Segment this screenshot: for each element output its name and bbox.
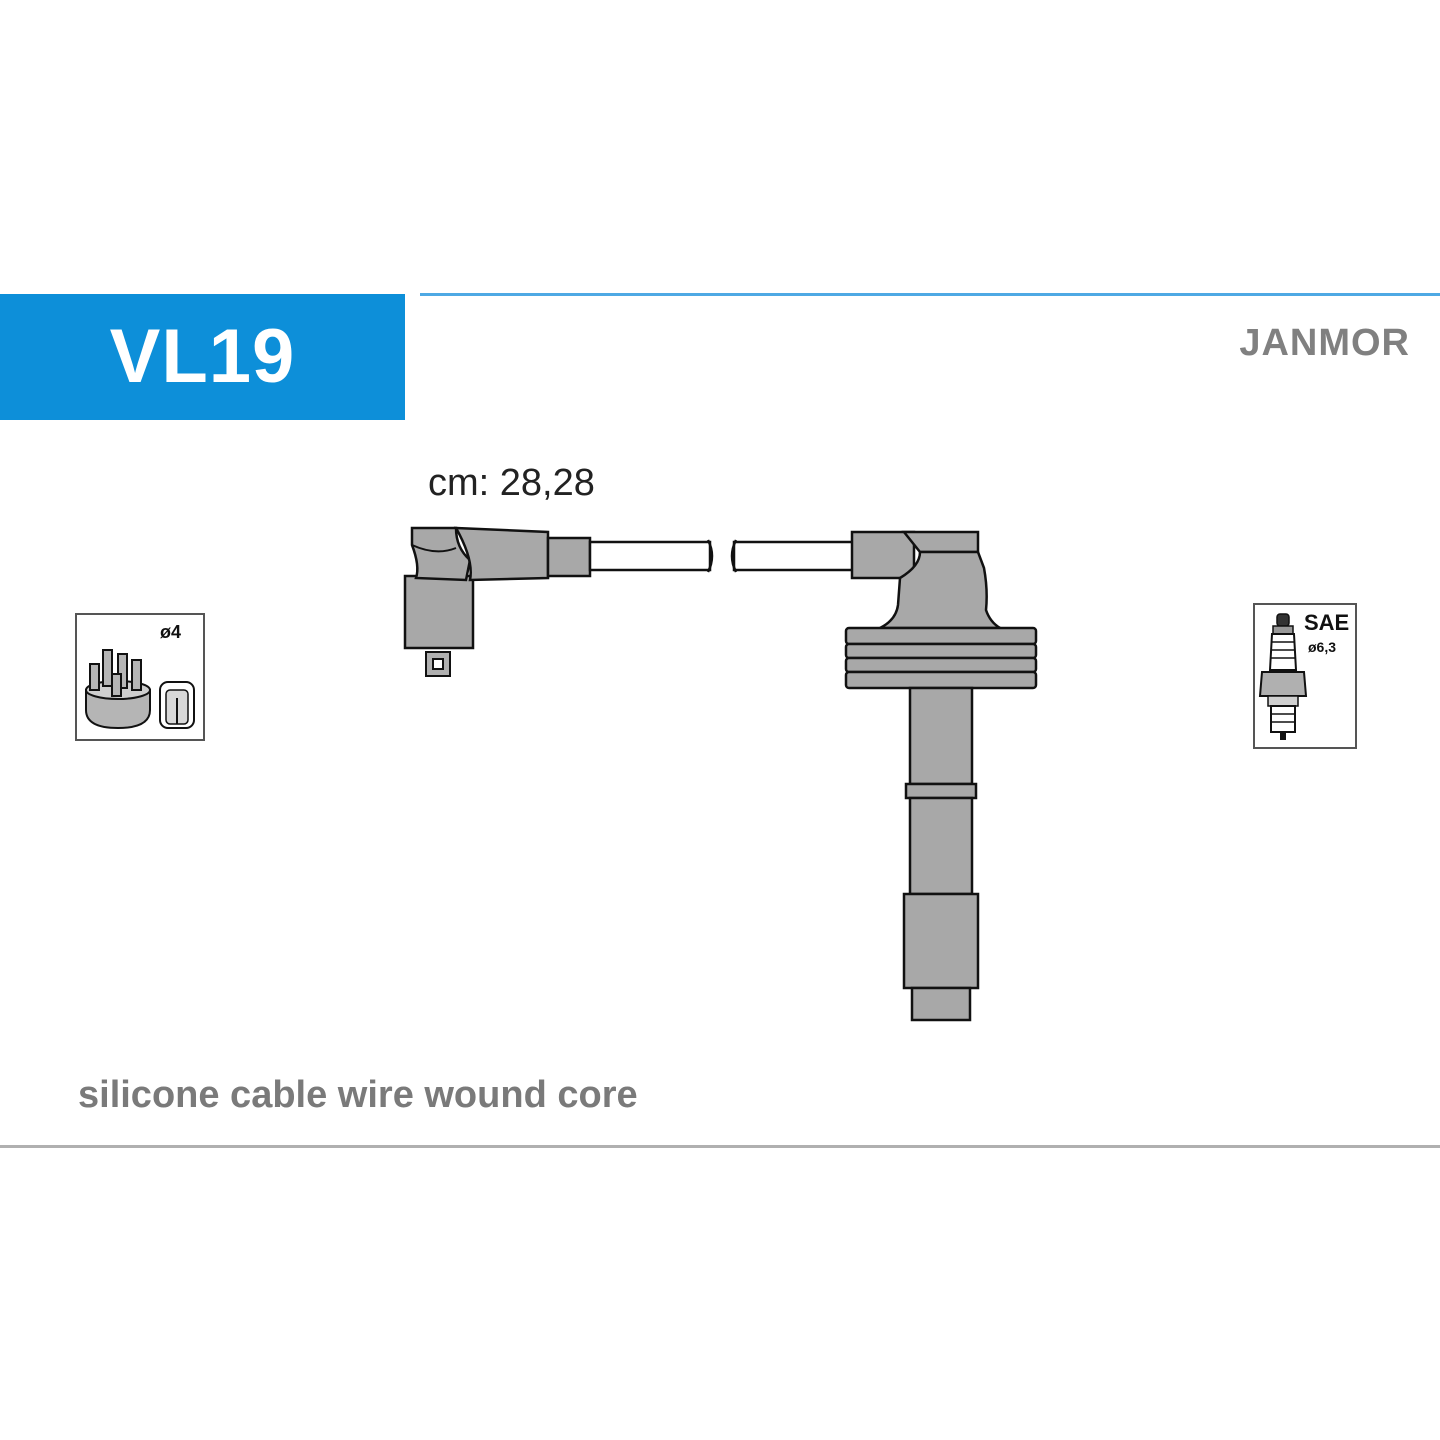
footer-rule (0, 1145, 1440, 1148)
spark-plug-diameter-label: ø6,3 (1308, 639, 1336, 655)
header-rule (420, 293, 1440, 296)
cable-length-label: cm: 28,28 (428, 462, 595, 504)
part-number-banner (0, 294, 405, 420)
cable (588, 539, 856, 573)
spark-plug-type-label: SAE (1304, 610, 1349, 635)
distributor-diameter-label: ø4 (160, 622, 181, 642)
brand-name: JANMOR (1239, 322, 1410, 364)
distributor-cap-icon (75, 613, 205, 741)
product-description: silicone cable wire wound core (78, 1074, 638, 1116)
distributor-end-boot (403, 526, 592, 677)
spark-plug-icon (1253, 603, 1357, 749)
part-number: VL19 (109, 314, 296, 399)
spark-plug-end-boot (844, 530, 1038, 1022)
